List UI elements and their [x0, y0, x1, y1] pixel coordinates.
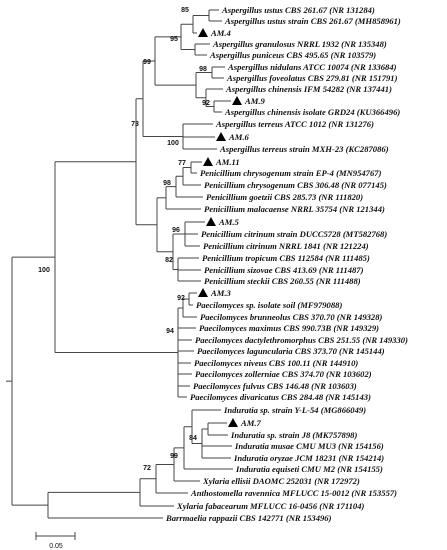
leaf-label: Aspergillus granulosus NRRL 1932 (NR 135… [212, 39, 387, 49]
leaf-label: Induratia sp. strain Y-L-54 (MG866049) [223, 405, 366, 415]
leaf-label: Paecilomyces niveus CBS 100.11 (NR 14491… [194, 358, 358, 368]
leaf-label-isolate: AM.5 [218, 217, 240, 227]
leaf-label: Paecilomyces zollerniae CBS 374.70 (NR 1… [195, 369, 372, 379]
leaf-label: Penicillium chrysogenum strain EP-4 (MN9… [200, 168, 382, 178]
bootstrap-value: 95 [170, 36, 178, 43]
leaf-label: Aspergillus ustus CBS 261.67 (NR 131284) [221, 5, 375, 15]
bootstrap-value: 98 [199, 66, 207, 73]
leaf-label: Paecilomyces divaricatus CBS 284.48 (NR … [190, 392, 371, 402]
bootstrap-value: 85 [181, 7, 189, 14]
leaf-label: Aspergillus puniceus CBS 495.65 (NR 1035… [209, 50, 376, 60]
leaf-label: Aspergillus terreus ATCC 1012 (NR 131276… [215, 119, 374, 129]
leaf-label: Aspergillus chinensis isolate GRD24 (KU3… [224, 107, 400, 117]
leaf-label: Penicillium chrysogenum CBS 306.48 (NR 0… [204, 180, 387, 190]
isolate-marker-icon [216, 132, 226, 141]
leaf-label-isolate: AM.7 [240, 418, 262, 428]
leaf-label: Penicillium citrinum NRRL 1841 (NR 12122… [203, 241, 369, 251]
leaf-label: Aspergillus ustus strain CBS 261.67 (MH8… [224, 16, 401, 26]
leaf-label-isolate: AM.3 [210, 288, 232, 298]
leaf-label: Induratia sp. strain J8 (MK757898) [230, 430, 357, 440]
leaf-label: Paecilomyces laguncularia CBS 373.70 (NR… [197, 346, 385, 356]
leaf-label: Aspergillus terreus strain MXH-23 (KC287… [219, 144, 389, 154]
leaf-label: Aspergillus foveolatus CBS 279.81 (NR 15… [226, 73, 398, 83]
leaf-label: Penicillium sizovae CBS 413.69 (NR 11148… [204, 265, 364, 275]
leaf-label: Barrmaelia rappazii CBS 142771 (NR 15349… [165, 513, 332, 523]
leaf-label: Induratia oryzae JCM 18231 (NR 154214) [233, 453, 384, 463]
leaf-label: Xylaria ellisii DAOMC 252031 (NR 172972) [202, 476, 360, 486]
bootstrap-value: 100 [38, 267, 50, 274]
leaf-label: Xylaria fabacearum MFLUCC 16-0456 (NR 17… [176, 501, 365, 511]
leaf-label: Paecilomyces dactylethromorphus CBS 251.… [195, 335, 408, 345]
leaf-label: Paecilomyces maximus CBS 990.73B (NR 149… [199, 323, 379, 333]
bootstrap-value: 96 [172, 227, 180, 234]
leaf-label-isolate: AM.9 [244, 96, 266, 106]
isolate-marker-icon [232, 96, 242, 105]
scale-bar-label: 0.05 [49, 543, 63, 550]
leaf-label: Penicillium steckii CBS 260.55 (NR 11148… [204, 276, 361, 286]
isolate-marker-icon [198, 28, 208, 37]
leaf-label: Penicillium citrinum strain DUCC5728 (MT… [201, 229, 387, 239]
isolate-marker-icon [203, 157, 213, 166]
leaf-label: Paecilomyces sp. isolate soil (MF979088) [196, 300, 342, 310]
leaf-label-isolate: AM.4 [210, 28, 232, 38]
bootstrap-value: 99 [143, 59, 151, 66]
leaf-label: Paecilomyces brunneolus CBS 370.70 (NR 1… [200, 312, 383, 322]
bootstrap-value: 100 [167, 140, 179, 147]
isolate-marker-icon [228, 418, 238, 427]
leaf-label: Paecilomyces fulvus CBS 146.48 (NR 10360… [193, 381, 357, 391]
bootstrap-value: 72 [143, 465, 151, 472]
bootstrap-value: 73 [131, 121, 139, 128]
bootstrap-value: 77 [178, 160, 186, 167]
bootstrap-value: 92 [177, 295, 185, 302]
bootstrap-value: 92 [202, 100, 210, 107]
leaf-label-isolate: AM.6 [228, 132, 250, 142]
leaf-label: Aspergillus nidulans ATCC 10074 (NR 1336… [227, 62, 397, 72]
leaf-label: Induratia musae CMU MU3 (NR 154156) [234, 441, 384, 451]
bootstrap-value: 82 [165, 257, 173, 264]
leaf-label: Aspergillus chinensis IFM 54282 (NR 1374… [225, 84, 392, 94]
bootstrap-value: 84 [189, 435, 197, 442]
leaf-label: Induratia equiseti CMU M2 (NR 154155) [235, 464, 383, 474]
bootstrap-value: 99 [170, 453, 178, 460]
bootstrap-value: 94 [166, 328, 174, 335]
leaf-label: Anthostomella ravennica MFLUCC 15-0012 (… [190, 488, 397, 498]
isolate-marker-icon [198, 288, 208, 297]
leaf-label-isolate: AM.11 [215, 157, 240, 167]
leaf-label: Penicillium malacaense NRRL 35754 (NR 12… [204, 204, 385, 214]
isolate-marker-icon [206, 217, 216, 226]
leaf-label: Penicillium goetzii CBS 285.73 (NR 11182… [206, 192, 363, 202]
bootstrap-value: 98 [163, 180, 171, 187]
leaf-label: Penicillium tropicum CBS 112584 (NR 1114… [202, 253, 370, 263]
